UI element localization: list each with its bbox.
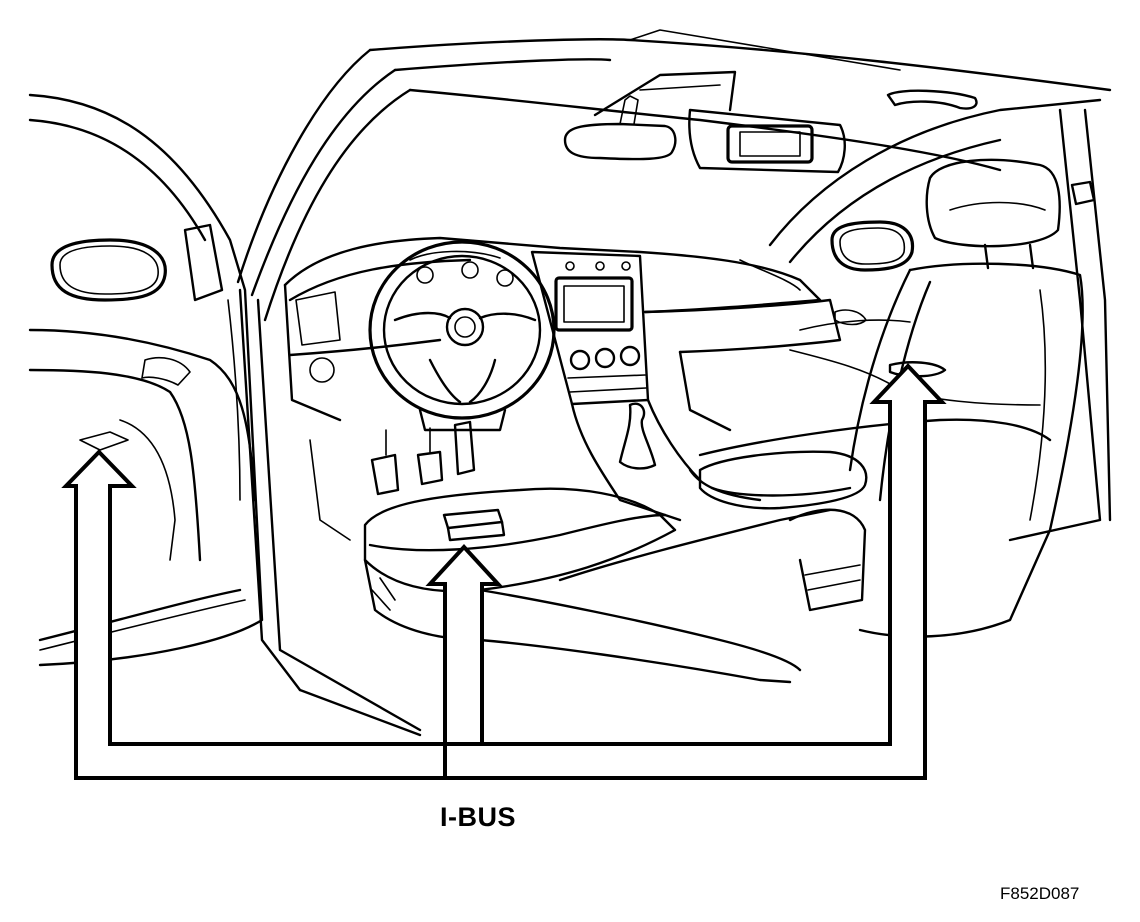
a-pillar <box>236 48 422 737</box>
pedals <box>309 420 476 541</box>
roof-headliner <box>368 29 1112 172</box>
center-armrest <box>698 450 868 612</box>
center-console <box>530 250 702 522</box>
dashboard <box>283 236 867 432</box>
right-side-mirror <box>830 220 915 272</box>
callout-label-ibus: I-BUS <box>440 802 516 832</box>
figure-code: F852D087 <box>1000 884 1080 903</box>
driver-door <box>28 93 264 667</box>
callout-arrow-passenger-floor <box>443 363 947 780</box>
steering-wheel <box>368 240 556 432</box>
passenger-door <box>768 98 1112 542</box>
rear-view-mirror <box>563 95 677 161</box>
left-side-mirror <box>50 238 167 302</box>
sun-visor <box>593 70 846 174</box>
callout-arrow-driver-seat <box>425 544 503 746</box>
